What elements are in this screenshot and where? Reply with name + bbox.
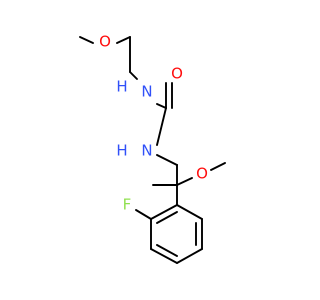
bond-n-lower-ch2 bbox=[156, 154, 178, 166]
bond-n-upper-carbonyl bbox=[156, 103, 167, 109]
atom-n-lower: N bbox=[141, 142, 152, 160]
bond-layer bbox=[79, 36, 226, 206]
bond-methyl-o-top bbox=[79, 36, 94, 44]
bond-quat-o-right bbox=[176, 177, 193, 186]
benzene-ring bbox=[135, 204, 203, 264]
ring-double-2 bbox=[156, 244, 178, 257]
bond-o-right-methyl bbox=[210, 162, 226, 171]
molecule-structure-diagram: O H N O H N O F bbox=[79, 33, 226, 264]
bond-carbonyl-n-lower bbox=[156, 107, 167, 146]
ring-bond-1 bbox=[176, 204, 203, 220]
ring-bond-4 bbox=[150, 248, 178, 264]
bond-ch2-n-upper bbox=[129, 71, 138, 80]
atom-o-carbonyl: O bbox=[171, 65, 183, 83]
atom-o-methoxy-right: O bbox=[196, 165, 208, 183]
atom-n-upper: N bbox=[141, 83, 152, 101]
bond-o-ch2-top bbox=[116, 36, 131, 44]
atom-h-upper: H bbox=[116, 78, 127, 96]
ring-bond-6 bbox=[150, 204, 178, 220]
ring-double-3 bbox=[156, 211, 178, 224]
ring-bond-3 bbox=[176, 248, 203, 264]
atom-o-methoxy-top: O bbox=[99, 33, 111, 51]
atom-labels: O H N O H N O F bbox=[99, 33, 208, 214]
atom-h-lower: H bbox=[116, 142, 127, 160]
atom-f-ring: F bbox=[123, 196, 132, 214]
bond-ring-f bbox=[135, 209, 152, 220]
